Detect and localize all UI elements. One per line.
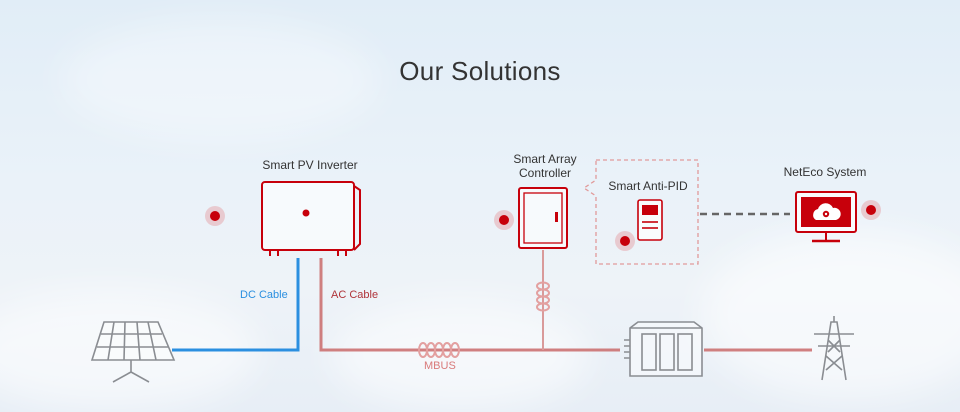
cloud-decoration: [330, 300, 590, 410]
array-controller-label-line2: Controller: [518, 166, 572, 180]
cloud-decoration: [700, 230, 960, 400]
hotspot-array-controller[interactable]: [494, 210, 514, 230]
hotspot-anti-pid[interactable]: [615, 231, 635, 251]
mbus-coil: [418, 342, 460, 358]
ac-cable-label: AC Cable: [331, 289, 379, 301]
controller-cabinet-icon: [518, 187, 568, 249]
anti-pid-label: Smart Anti-PID: [608, 179, 688, 193]
transformer-box-icon: [624, 321, 703, 377]
power-tower-icon: [814, 316, 854, 381]
mbus-label: MBUS: [424, 360, 456, 372]
cloud-decoration: [60, 20, 380, 140]
ac-cable-line: [319, 258, 620, 352]
hotspot-inverter[interactable]: [205, 206, 225, 226]
dc-cable-label: DC Cable: [240, 289, 288, 301]
anti-pid-callout: [582, 159, 699, 265]
anti-pid-device-icon: [637, 199, 663, 241]
neteco-label: NetEco System: [783, 165, 867, 179]
page-title: Our Solutions: [399, 56, 561, 86]
dc-cable-line: [172, 258, 300, 352]
array-controller-label-line1: Smart Array: [513, 152, 577, 166]
inverter-label: Smart PV Inverter: [262, 158, 358, 172]
inverter-icon: [261, 181, 361, 256]
monitor-cloud-gear-icon: [795, 191, 857, 243]
solar-panel-icon: [90, 321, 176, 383]
controller-coil: [536, 281, 550, 312]
hotspot-neteco[interactable]: [861, 200, 881, 220]
